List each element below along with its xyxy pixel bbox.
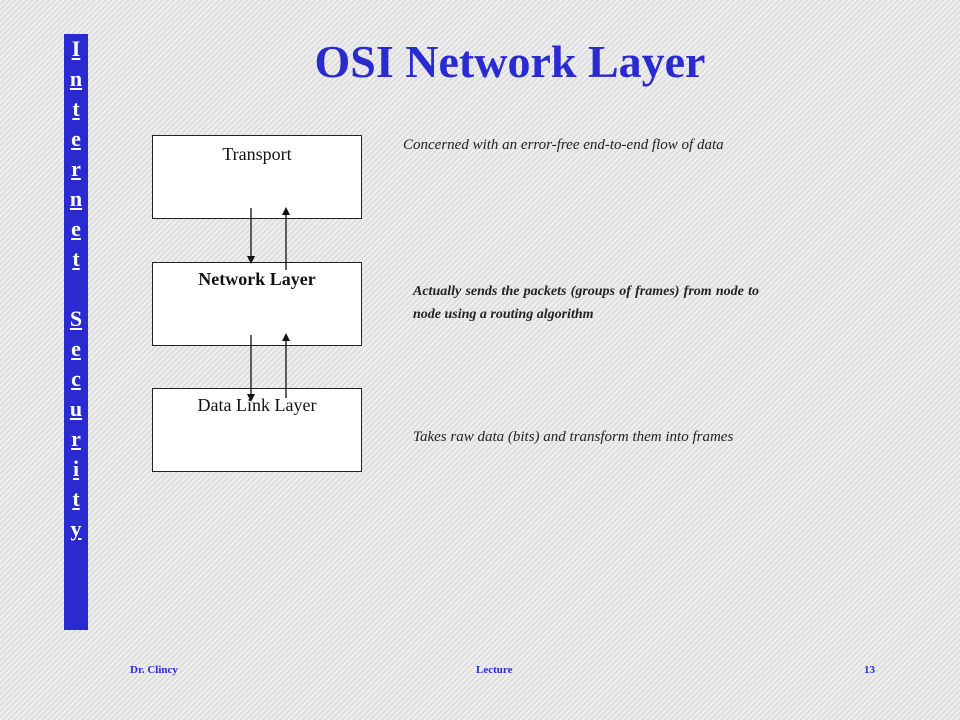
sidebar-letter: t [72, 96, 80, 121]
network-description: Actually sends the packets (groups of fr… [413, 284, 759, 322]
sidebar-letter: r [71, 156, 81, 181]
sidebar-gap [64, 274, 88, 304]
data-link-layer-box: Data Link Layer [152, 388, 362, 472]
sidebar-letter: I [71, 36, 81, 61]
sidebar-letter: t [72, 486, 80, 511]
sidebar-letter: c [71, 366, 81, 391]
transport-description: Concerned with an error-free end-to-end … [403, 137, 724, 153]
sidebar-letter: e [71, 126, 81, 151]
slide-title: OSI Network Layer [314, 36, 706, 87]
sidebar-letter: y [70, 516, 82, 541]
sidebar-letter: r [71, 426, 81, 451]
transport-layer-box: Transport [152, 135, 362, 219]
sidebar-letter: t [72, 246, 80, 271]
footer-lecture: Lecture [476, 664, 513, 676]
data-link-layer-label: Data Link Layer [197, 395, 317, 415]
data-link-description: Takes raw data (bits) and transform them… [413, 429, 734, 445]
transport-layer-label: Transport [222, 144, 292, 164]
sidebar-letter: n [69, 66, 83, 91]
network-layer-label: Network Layer [198, 269, 316, 289]
sidebar-letter: n [69, 186, 83, 211]
sidebar-letter: e [71, 336, 81, 361]
sidebar-letter: e [71, 216, 81, 241]
network-layer-box: Network Layer [152, 262, 362, 346]
sidebar-letter: u [69, 396, 83, 421]
footer-page-number: 13 [864, 664, 875, 676]
sidebar-letter: i [72, 456, 80, 481]
footer-author: Dr. Clincy [130, 664, 178, 676]
sidebar-letter: S [69, 306, 83, 331]
